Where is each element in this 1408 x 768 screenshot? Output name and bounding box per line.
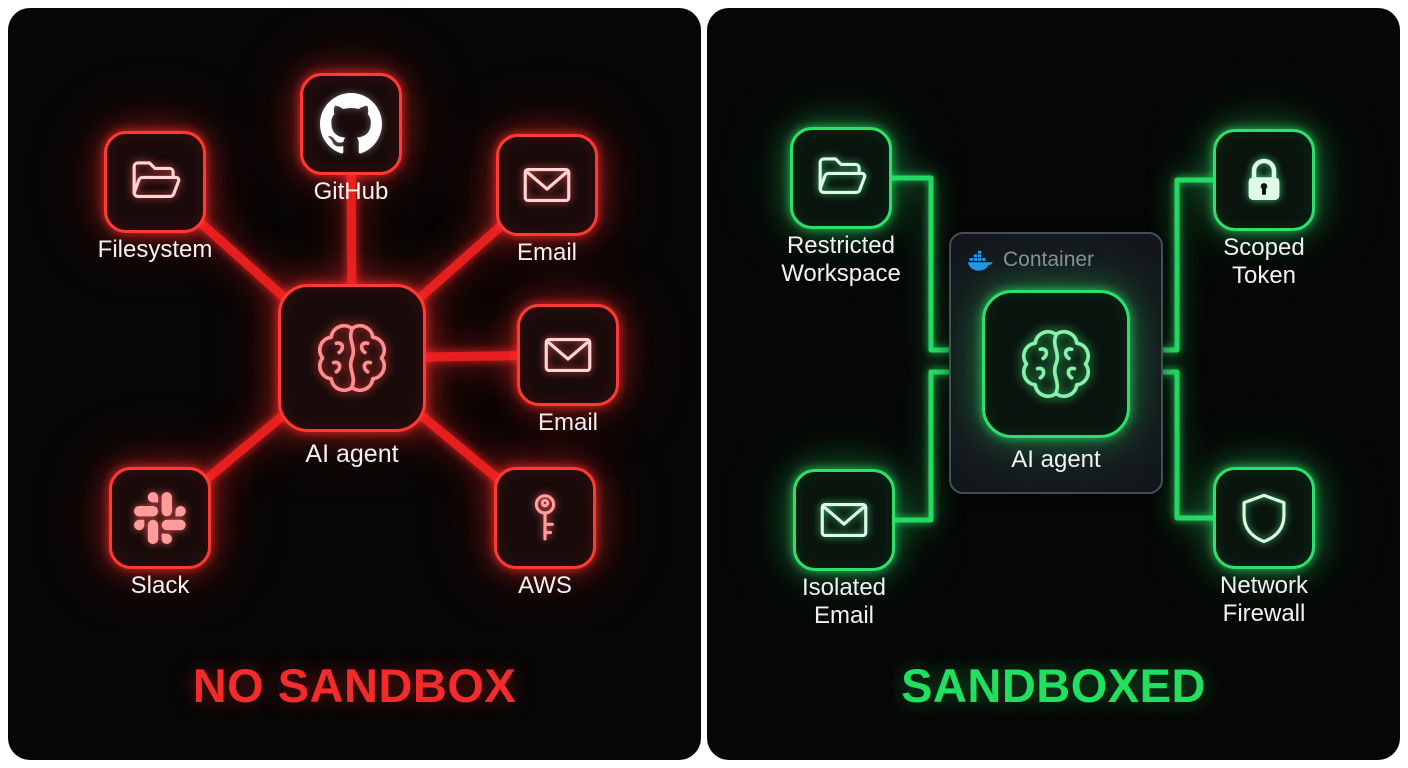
restricted-workspace-label: Restricted Workspace [781, 232, 901, 287]
network-firewall-node [1213, 467, 1315, 569]
github-icon [320, 93, 382, 154]
aws-label: AWS [518, 572, 572, 599]
brain-icon [317, 323, 387, 393]
github-node [300, 73, 402, 175]
container-header: Container [967, 248, 1094, 272]
filesystem-label: Filesystem [97, 236, 213, 263]
sandboxed-title: SANDBOXED [901, 659, 1206, 712]
ai-agent-label: AI agent [305, 440, 399, 468]
email-node-right [517, 304, 619, 406]
isolated-email-node [793, 469, 895, 571]
email-icon [544, 338, 592, 372]
filesystem-node [104, 131, 206, 233]
aws-node [494, 467, 596, 569]
key-icon [534, 494, 556, 541]
network-firewall-label: Network Firewall [1219, 572, 1309, 627]
shield-icon [1242, 493, 1286, 544]
email-node-top [496, 134, 598, 236]
scoped-token-label: Scoped Token [1223, 234, 1305, 289]
container-label: Container [1003, 248, 1095, 271]
ai-agent-label-sandboxed: AI agent [1011, 446, 1101, 473]
email-icon [820, 503, 868, 537]
slack-label: Slack [130, 572, 190, 599]
email-icon [523, 168, 571, 202]
container-box: Container AI agent [949, 232, 1163, 494]
github-label: GitHub [313, 178, 389, 205]
sandboxed-panel: Restricted Workspace Scoped Token [707, 8, 1400, 760]
ai-agent-node-sandboxed [982, 290, 1130, 438]
ai-agent-node [278, 284, 426, 432]
slack-icon [134, 492, 186, 544]
folder-icon [132, 161, 181, 198]
brain-icon [1021, 329, 1091, 399]
email-right-label: Email [537, 409, 598, 436]
scoped-token-node [1213, 129, 1315, 231]
lock-icon [1248, 158, 1280, 200]
no-sandbox-panel: Filesystem GitHub Email [8, 8, 701, 760]
slack-node [109, 467, 211, 569]
docker-icon [967, 250, 993, 271]
isolated-email-label: Isolated Email [801, 574, 887, 629]
folder-icon [818, 157, 867, 194]
no-sandbox-title: NO SANDBOX [192, 659, 517, 712]
restricted-workspace-node [790, 127, 892, 229]
email-top-label: Email [516, 239, 577, 266]
